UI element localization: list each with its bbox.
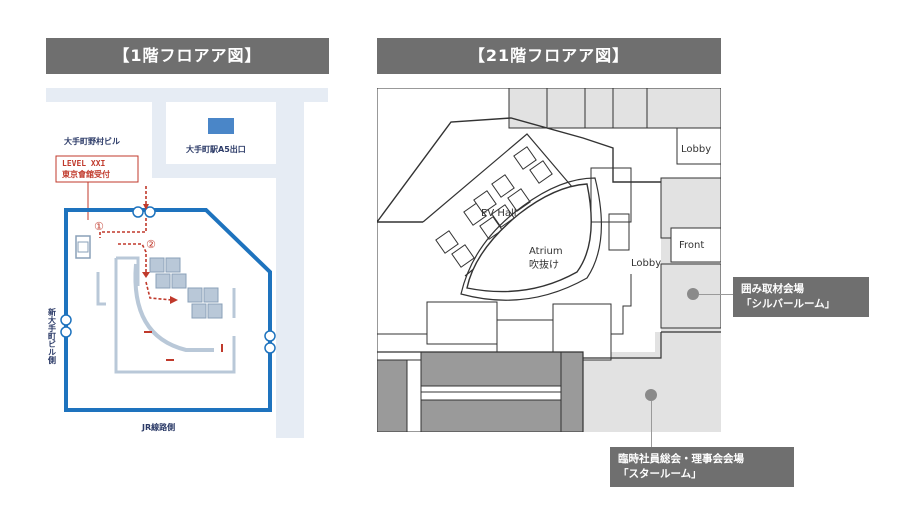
- entrance-right-2: [264, 342, 276, 354]
- elevator-banks-21f: [435, 146, 553, 268]
- floor21-title: 【21階フロアア図】: [377, 38, 721, 74]
- reception-box: [55, 155, 139, 183]
- route-step2: ②: [146, 238, 156, 251]
- route-path: [99, 186, 173, 301]
- bottom-label: JR線路側: [141, 422, 175, 432]
- silver-callout-line2: 「シルバールーム」: [741, 298, 836, 310]
- reception-desk: [75, 235, 91, 259]
- entrance-left-1: [60, 314, 72, 326]
- street-vertical-left: [152, 88, 166, 178]
- entrance-left-2: [60, 326, 72, 338]
- reception-line1: LEVEL XXI: [62, 159, 106, 168]
- street-vertical-right: [276, 88, 304, 438]
- star-callout-line2: 「スタールーム」: [618, 468, 702, 480]
- silver-room-callout: 囲み取材会場 「シルバールーム」: [733, 277, 869, 317]
- floor1-map: 大手町駅A5出口 大手町野村ビル LEVEL XXI 東京會舘受付: [46, 88, 328, 438]
- side-label: 新大手町ビル側: [48, 307, 57, 365]
- atrium-jp-label: 吹抜け: [529, 258, 559, 271]
- entrance-right-1: [264, 330, 276, 342]
- ev-hall-label: EV Hall: [481, 208, 517, 219]
- atrium-en-label: Atrium: [529, 246, 563, 257]
- silver-room-marker: [687, 288, 699, 300]
- star-room-marker: [645, 389, 657, 401]
- top-rooms: [508, 88, 721, 129]
- front-label: Front: [679, 240, 704, 251]
- lobby-mid-label: Lobby: [631, 258, 661, 269]
- floor1-title: 【1階フロアア図】: [46, 38, 329, 74]
- entrance-top-left: [132, 206, 144, 218]
- reception-line2: 東京會舘受付: [62, 169, 110, 179]
- atrium: [466, 183, 592, 293]
- silver-callout-line1: 囲み取材会場: [741, 283, 804, 295]
- star-room-callout: 臨時社員総会・理事会会場 「スタールーム」: [610, 447, 794, 487]
- station-exit-label: 大手町駅A5出口: [186, 144, 246, 154]
- bottom-service-rooms: [377, 351, 584, 432]
- street-horizontal: [152, 164, 304, 178]
- lobby-top-label: Lobby: [681, 144, 711, 155]
- building-label: 大手町野村ビル: [64, 136, 120, 146]
- floor21-map: Lobby Front EV Hall Atrium 吹抜け Lobby: [377, 88, 721, 432]
- atrium-curve: [133, 263, 214, 352]
- building-outline: [64, 208, 272, 412]
- route-step1: ①: [94, 220, 104, 233]
- elevator-banks: [149, 257, 223, 319]
- street-top: [46, 88, 328, 102]
- entrance-top-right: [144, 206, 156, 218]
- station-exit-marker: [208, 118, 234, 134]
- star-callout-line1: 臨時社員総会・理事会会場: [618, 453, 744, 465]
